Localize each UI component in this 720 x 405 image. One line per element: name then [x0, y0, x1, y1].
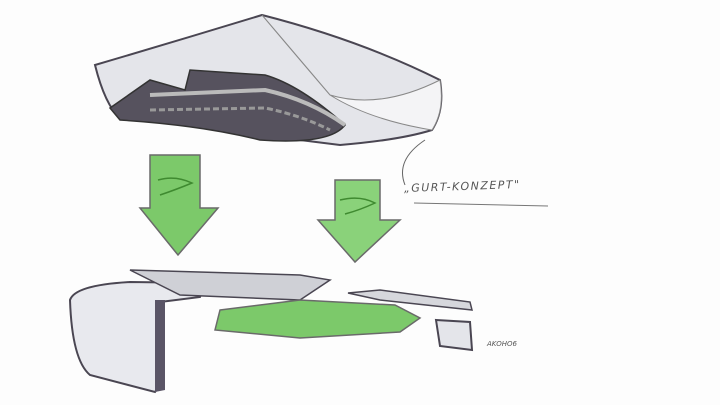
annotation-leader [402, 139, 426, 186]
seat-base-right [347, 289, 474, 352]
seat-base-left [68, 269, 332, 394]
annotation-underline [413, 202, 549, 207]
seat-shell-top [93, 13, 443, 147]
artist-signature: AKOHO6 [487, 340, 517, 348]
down-arrow-left [138, 154, 220, 257]
green-connector [214, 299, 422, 339]
down-arrow-right [316, 179, 402, 264]
